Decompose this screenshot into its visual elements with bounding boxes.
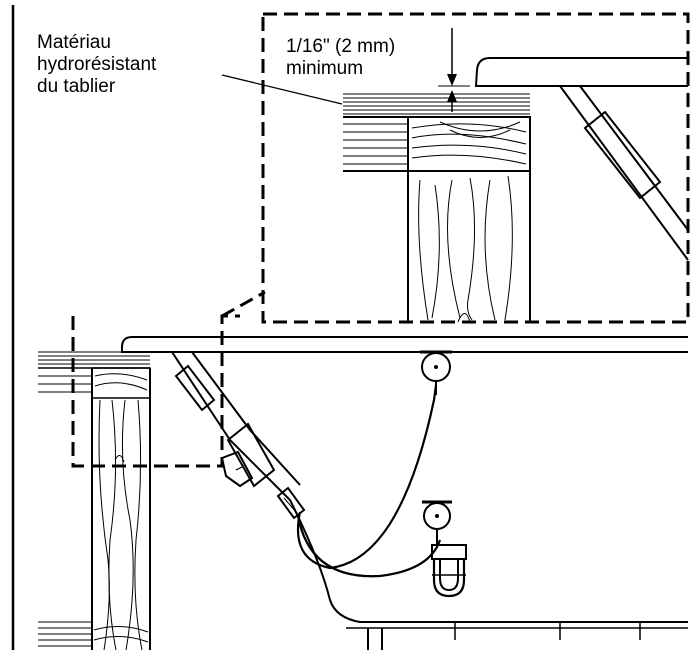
cables	[296, 384, 442, 578]
apron-material-layers	[343, 93, 530, 115]
end-grain-rings	[411, 121, 527, 165]
clearance-dimension	[438, 28, 470, 112]
tub-supports	[367, 622, 641, 650]
callout-box	[71, 314, 240, 468]
tub-rim-detail	[474, 57, 688, 87]
rim-bracket-main	[174, 364, 216, 412]
material-label-line1: Matériau	[37, 32, 111, 53]
rim-bracket-detail	[583, 110, 662, 200]
vertical-post-detail	[407, 171, 531, 323]
board-hatching	[343, 123, 408, 165]
detail-inset	[221, 12, 690, 324]
sensor-clamp	[431, 544, 467, 598]
clearance-label-line1: 1/16" (2 mm)	[286, 36, 395, 57]
tub-rim-main	[121, 336, 688, 353]
lower-deck-layers	[38, 621, 149, 647]
material-leader-line	[221, 74, 343, 105]
detail-frame	[261, 12, 690, 324]
control-box	[276, 486, 306, 520]
vertical-post-main	[91, 367, 151, 650]
tub-wall	[171, 351, 688, 623]
clearance-label-line2: minimum	[286, 58, 363, 79]
material-label-line3: du tablier	[37, 76, 116, 97]
deck-layers	[38, 351, 150, 393]
main-assembly	[38, 290, 688, 650]
material-label-line2: hydrorésistant	[37, 54, 157, 75]
jet-fitting-upper	[420, 350, 452, 395]
jet-fitting-lower	[422, 500, 452, 545]
pump-unit	[220, 422, 276, 488]
callout-connector	[221, 290, 266, 318]
